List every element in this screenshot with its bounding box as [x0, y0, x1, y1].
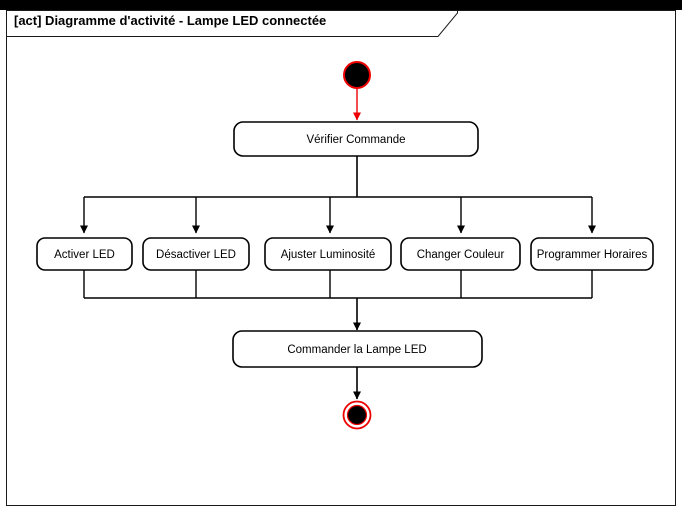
frame-title-tab: [6, 10, 458, 37]
action-activer-led[interactable]: Activer LED: [36, 237, 133, 271]
action-label-commander-la-lampe-led: Commander la Lampe LED: [287, 344, 426, 356]
action-ajuster-luminosite[interactable]: Ajuster Luminosité: [264, 237, 392, 271]
top-black-band: [0, 0, 682, 10]
action-label-activer-led: Activer LED: [54, 249, 115, 261]
final-node[interactable]: [342, 400, 372, 430]
action-label-changer-couleur: Changer Couleur: [417, 249, 505, 261]
action-programmer-horaires[interactable]: Programmer Horaires: [530, 237, 654, 271]
initial-node[interactable]: [343, 61, 371, 89]
action-label-programmer-horaires: Programmer Horaires: [537, 249, 648, 261]
frame-title-label: [act] Diagramme d'activité - Lampe LED c…: [14, 13, 327, 28]
action-label-ajuster-luminosite: Ajuster Luminosité: [281, 249, 376, 261]
action-label-desactiver-led: Désactiver LED: [156, 249, 236, 261]
action-commander-la-lampe-led[interactable]: Commander la Lampe LED: [232, 330, 483, 368]
action-changer-couleur[interactable]: Changer Couleur: [400, 237, 521, 271]
action-desactiver-led[interactable]: Désactiver LED: [142, 237, 250, 271]
action-verifier-commande[interactable]: Vérifier Commande: [233, 121, 479, 157]
action-label-verifier-commande: Vérifier Commande: [306, 134, 405, 146]
